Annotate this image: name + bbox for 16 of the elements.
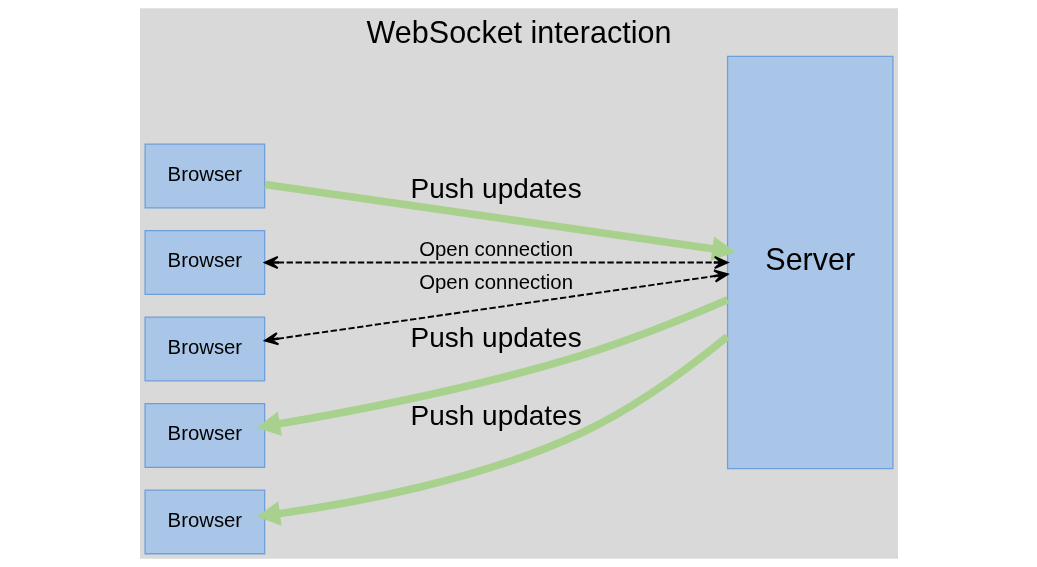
diagram-title: WebSocket interaction (366, 14, 671, 49)
node-box: Browser (143, 230, 265, 295)
edge-label: Push updates (410, 399, 582, 431)
node-box: Browser (143, 489, 265, 555)
edge-label: Push updates (410, 322, 582, 354)
arrow (263, 269, 728, 346)
arrow (263, 255, 728, 270)
node-box: Browser (143, 403, 265, 468)
node-box: Browser (143, 143, 265, 209)
arrow (256, 333, 730, 526)
node-box: Browser (143, 316, 265, 382)
arrow (264, 180, 736, 261)
node-box: Server (726, 55, 894, 470)
edge-label: Open connection (418, 237, 573, 260)
edge-label: Push updates (410, 173, 582, 205)
edge-label: Open connection (418, 270, 573, 293)
